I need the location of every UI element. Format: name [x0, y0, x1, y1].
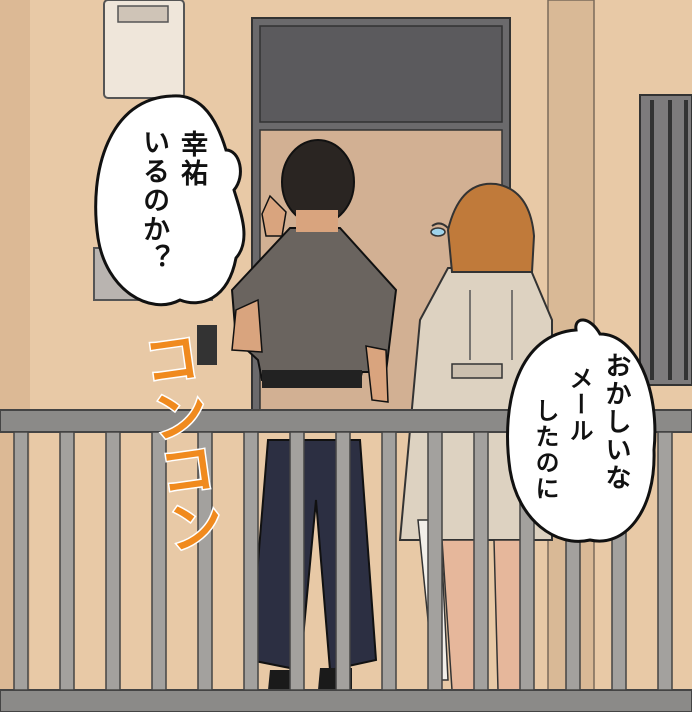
right-bubble-line1: おかしいな [601, 352, 631, 492]
doorbell [197, 325, 217, 365]
left-bubble-line2: いるのか？ [138, 128, 169, 273]
left-bubble-line1: 幸祐 [176, 130, 207, 188]
speech-bubble-left [94, 94, 246, 307]
meter-box [103, 0, 185, 99]
speech-bubble-right [506, 318, 657, 543]
right-bubble-line3: したのに [531, 398, 559, 502]
door-transom [259, 25, 503, 123]
window [639, 94, 692, 386]
right-bubble-line2: メール [565, 366, 593, 444]
